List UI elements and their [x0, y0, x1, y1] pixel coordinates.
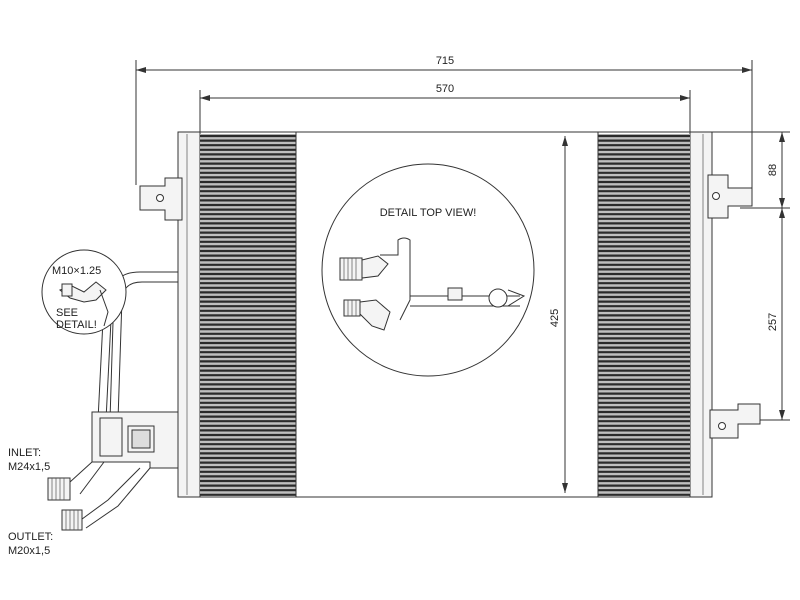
detail-top-view-title: DETAIL TOP VIEW! — [380, 207, 477, 219]
outlet-label: OUTLET: — [8, 531, 53, 543]
thread-detail-callout: M10×1.25 SEE DETAIL! — [41, 249, 127, 335]
dimension-bracket-spacing: 88 257 — [712, 131, 790, 421]
inlet-thread-label: M24x1,5 — [8, 461, 50, 473]
dimension-core-width: 570 — [199, 83, 691, 132]
dimension-core-width-label: 570 — [436, 83, 454, 95]
see-detail-label-2: DETAIL! — [56, 319, 97, 331]
dimension-core-height-label: 425 — [549, 309, 561, 327]
see-detail-label-1: SEE — [56, 307, 78, 319]
fin-core-left — [200, 134, 296, 496]
dimension-overall-width-label: 715 — [436, 55, 454, 67]
inlet-label: INLET: — [8, 447, 41, 459]
bracket-right-top — [707, 174, 753, 219]
dimension-top-to-bracket-label: 88 — [767, 164, 779, 176]
dimension-core-height: 425 — [549, 136, 568, 493]
outlet-fitting — [61, 509, 83, 531]
bracket-right-bottom — [709, 403, 761, 439]
thread-detail-label: M10×1.25 — [52, 265, 101, 277]
inlet-fitting — [47, 477, 71, 501]
dimension-overall-width: 715 — [135, 55, 753, 195]
receiver-drier — [69, 411, 179, 529]
dimension-bracket-spacing-label: 257 — [767, 313, 779, 331]
fin-core-right — [598, 134, 690, 496]
outlet-thread-label: M20x1,5 — [8, 545, 50, 557]
detail-top-view-callout: DETAIL TOP VIEW! — [321, 163, 535, 377]
condenser-frame — [177, 131, 713, 498]
bracket-left-top — [139, 177, 183, 221]
